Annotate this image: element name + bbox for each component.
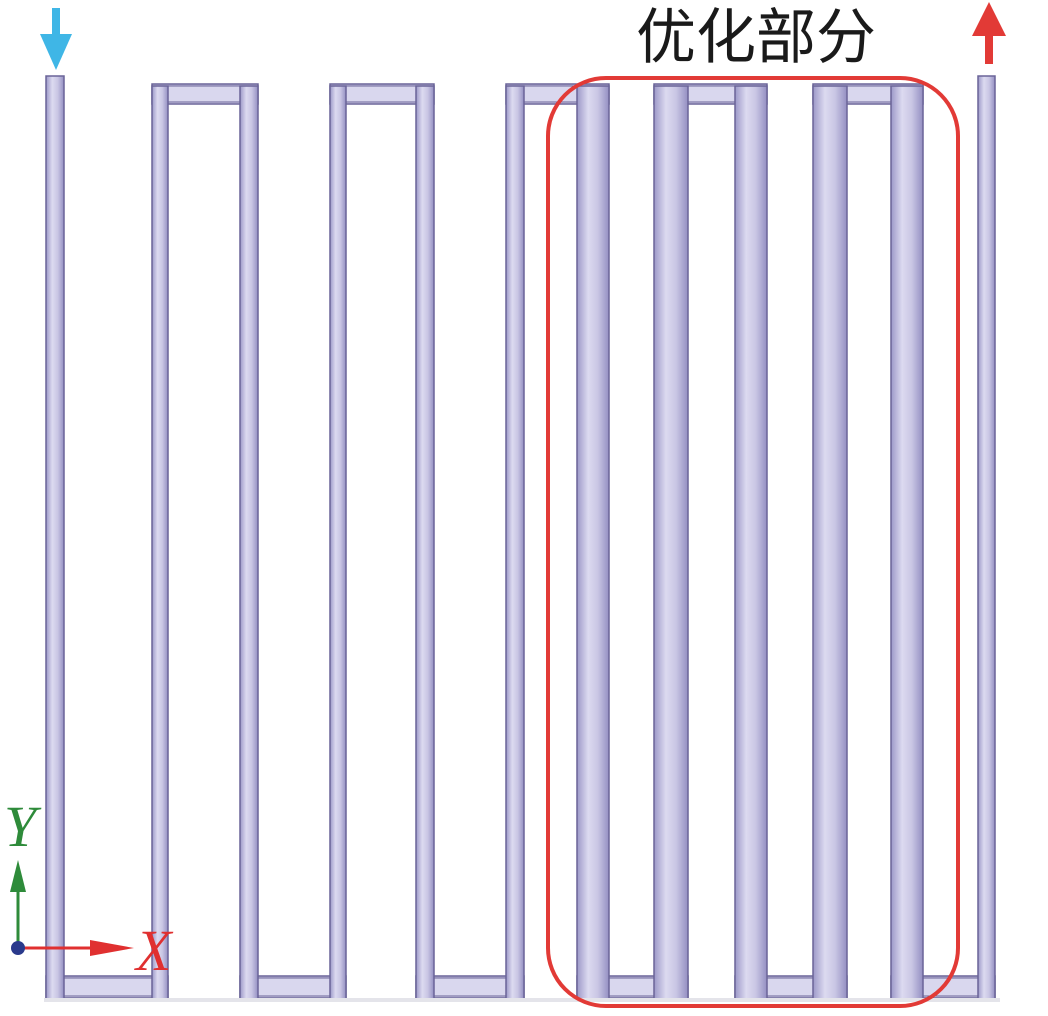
channel-pipe bbox=[576, 85, 610, 1001]
channel-pipe bbox=[653, 85, 689, 1001]
x-axis-label: X bbox=[134, 918, 174, 983]
arrow-down-icon bbox=[40, 8, 72, 70]
channel-pipes bbox=[45, 75, 996, 1001]
origin-dot bbox=[11, 941, 25, 955]
channel-pipe bbox=[812, 85, 848, 1001]
channel-pipe bbox=[239, 85, 259, 1001]
coordinate-axes: Y X bbox=[4, 794, 174, 983]
channel-pipe bbox=[734, 85, 768, 1001]
channel-pipe bbox=[151, 85, 169, 1001]
channel-pipe bbox=[977, 75, 996, 1001]
connector-inner bbox=[337, 85, 427, 103]
connector-inner bbox=[159, 85, 251, 103]
arrow-up-icon bbox=[972, 2, 1006, 64]
connector-inner bbox=[247, 977, 339, 997]
optimized-section-title: 优化部分 bbox=[636, 3, 876, 73]
bottom-connector-plate bbox=[45, 975, 169, 999]
connector-inner bbox=[423, 977, 517, 997]
channel-pipe bbox=[45, 75, 65, 1001]
channel-pipe bbox=[415, 85, 435, 1001]
x-axis-arrowhead bbox=[90, 940, 134, 956]
optimized-region-box bbox=[546, 76, 960, 1008]
y-axis-arrowhead bbox=[10, 860, 26, 892]
channel-pipe bbox=[329, 85, 347, 1001]
channel-pipe bbox=[505, 85, 525, 1001]
y-axis-label: Y bbox=[4, 794, 42, 859]
channel-pipe bbox=[890, 85, 924, 1001]
